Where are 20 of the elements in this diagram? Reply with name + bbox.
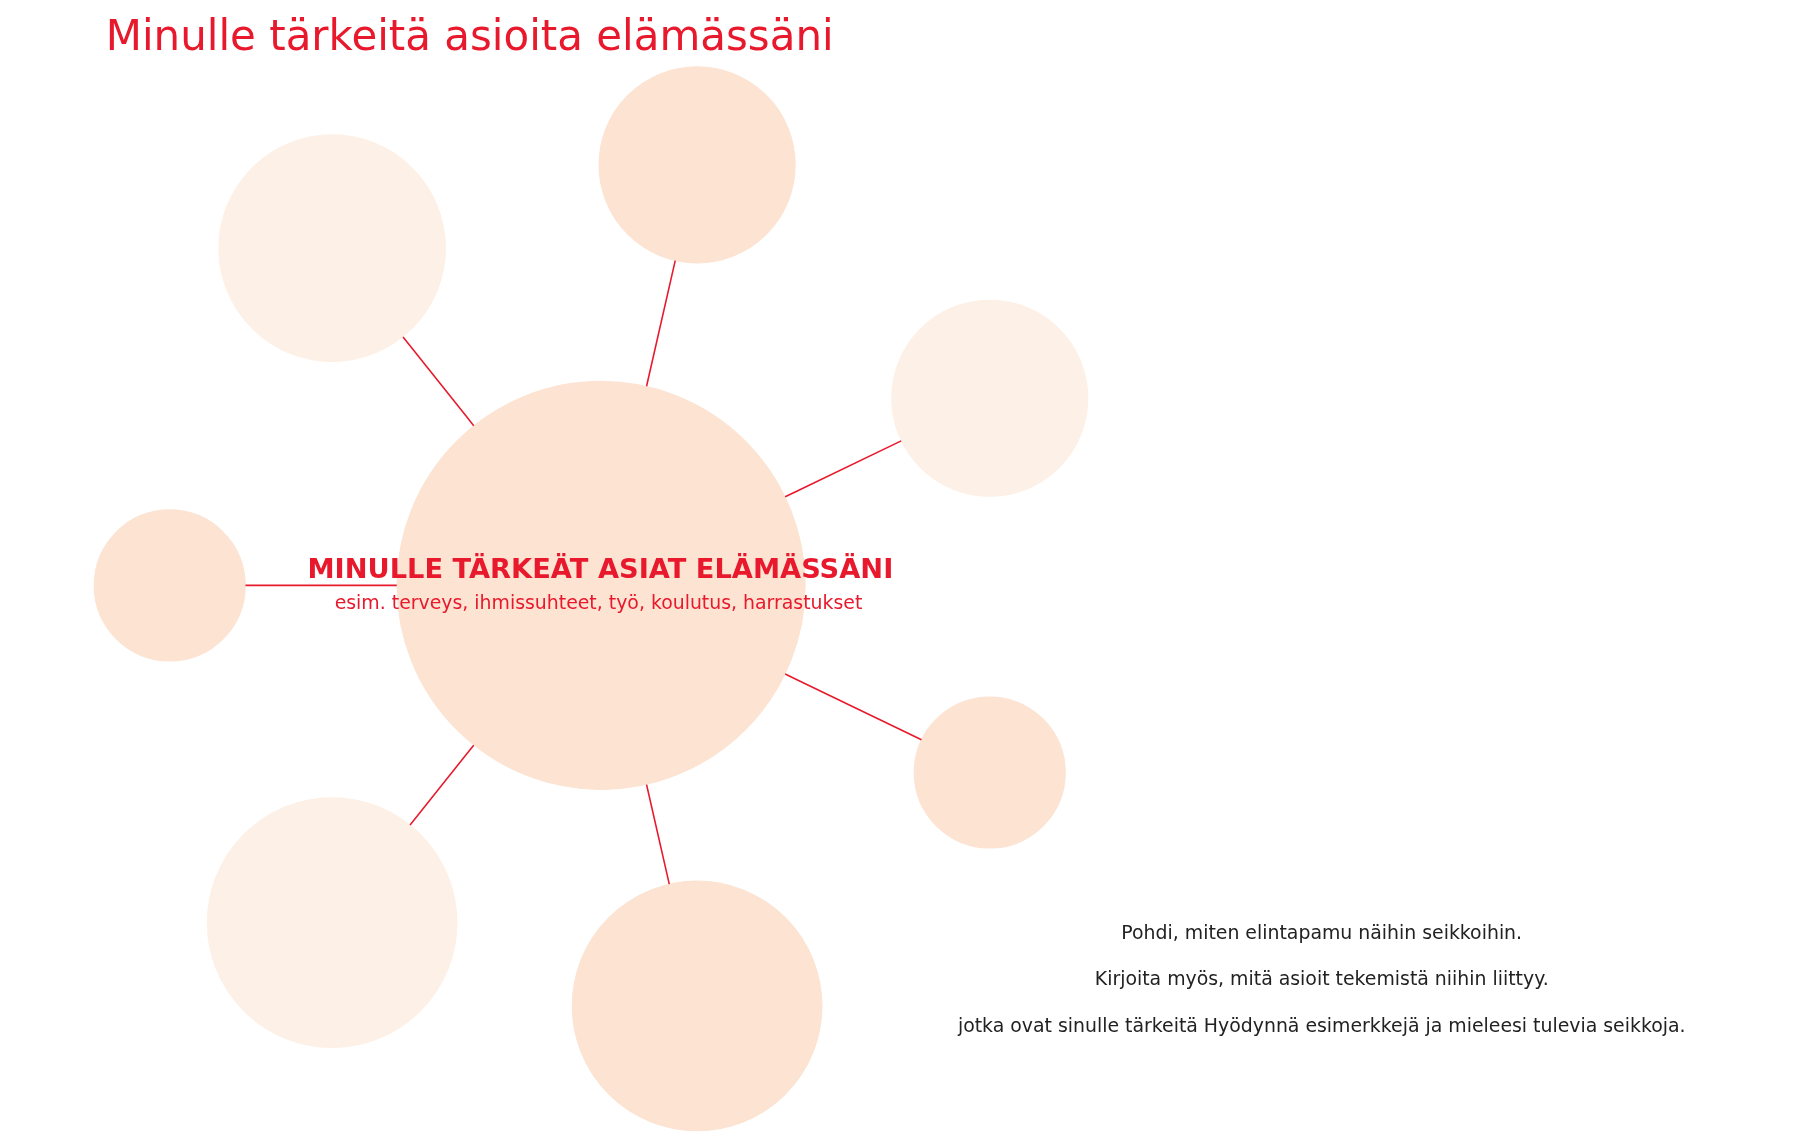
node-label: esim. terveys, ihmissuhteet, työ, koulutus, harrastukset — [334, 590, 863, 613]
node-circle — [571, 880, 823, 1132]
label: Kirjoita myös, mitä asioit tekemistä niihin liittyy. — [1094, 967, 1549, 990]
node-circle — [206, 797, 458, 1048]
connector — [244, 584, 398, 587]
node-circle — [891, 299, 1089, 497]
connector — [784, 440, 902, 498]
connector — [409, 744, 475, 826]
node-circle — [913, 696, 1066, 849]
node-circle — [218, 134, 446, 362]
label: Pohdi, miten elintapamu näihin seikkoihin. — [1121, 921, 1523, 944]
label: jotka ovat sinulle tärkeitä Hyödynnä esimerkkejä ja mieleesi tulevia seikkoja. — [957, 1013, 1686, 1036]
node-label: MINULLE TÄRKEÄT ASIAT ELÄMÄSSÄNI — [307, 552, 894, 584]
node-circle — [598, 66, 796, 264]
diagram-title: Minulle tärkeitä asioita elämässäni — [105, 10, 834, 60]
connector — [784, 673, 923, 741]
node-circle — [93, 509, 246, 662]
connector — [402, 336, 475, 427]
connector — [645, 259, 676, 387]
connector — [645, 783, 671, 885]
